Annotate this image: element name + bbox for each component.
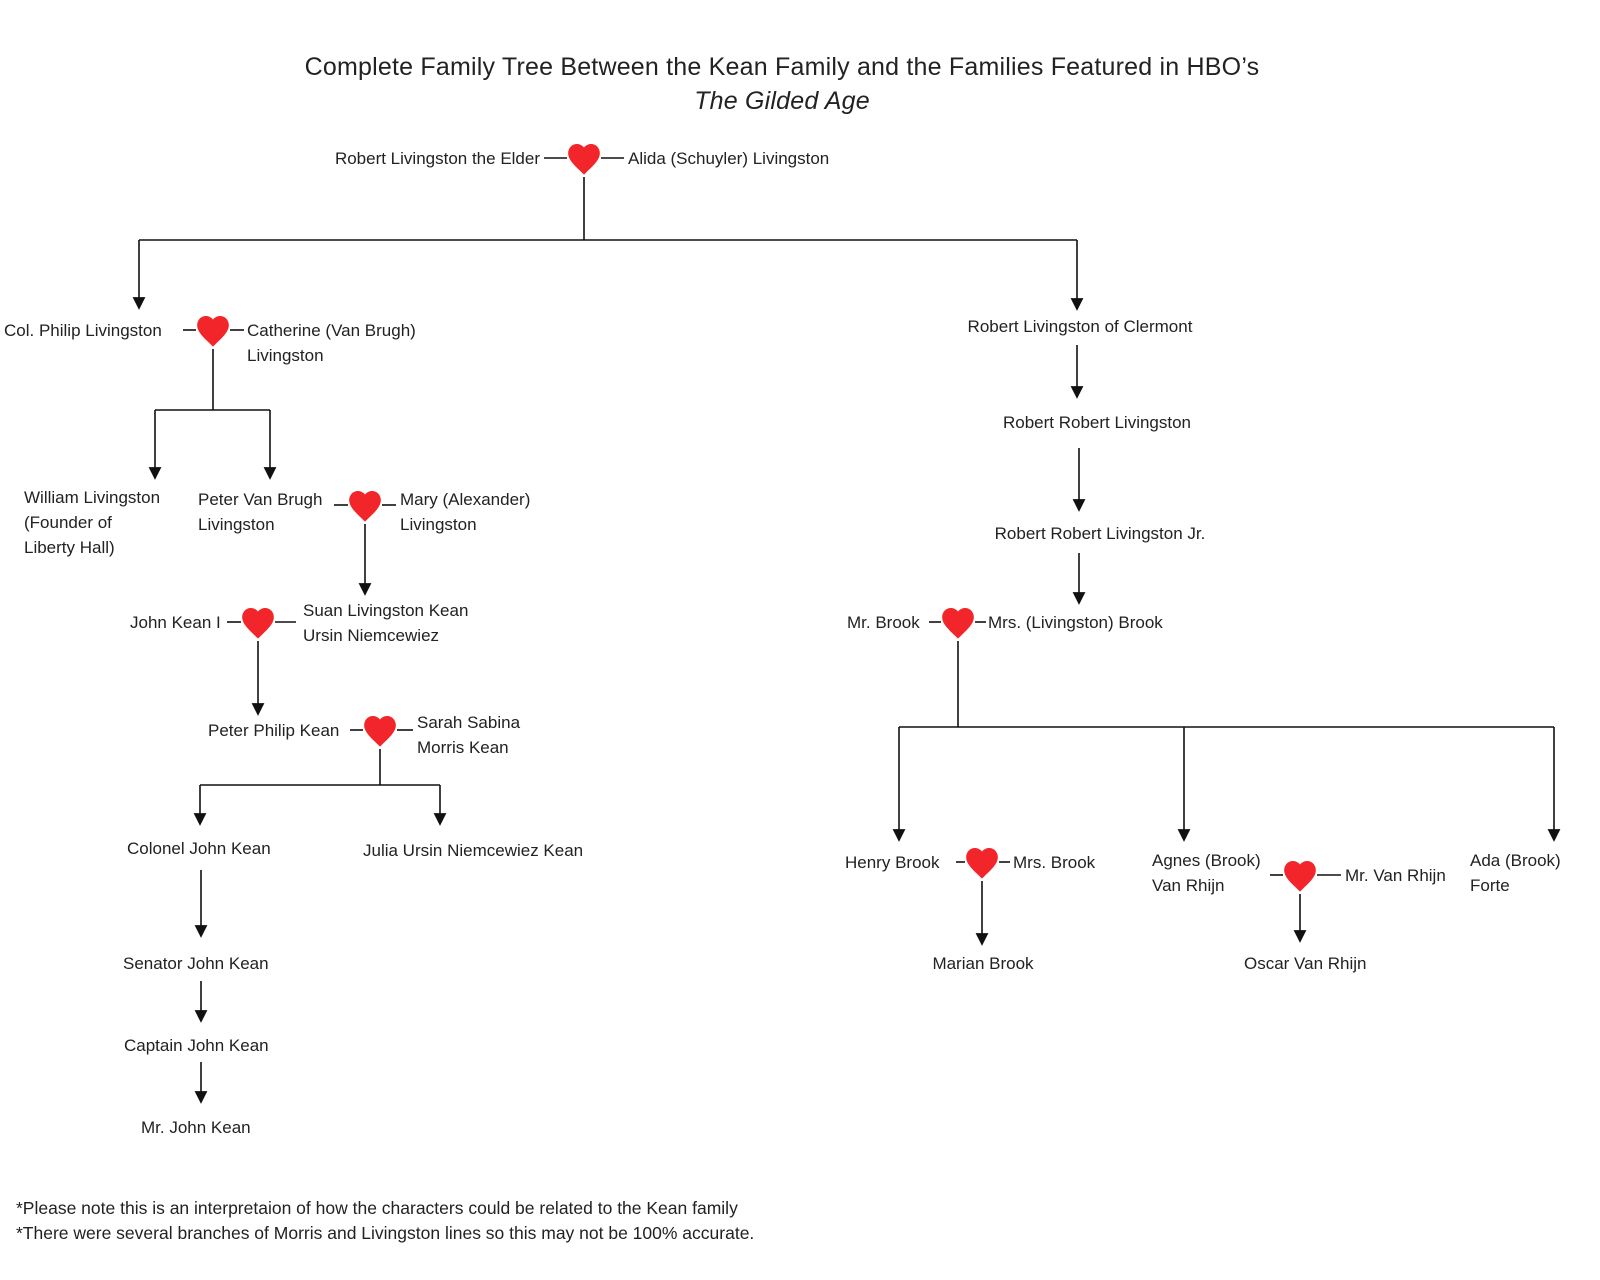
couple-connector-segments [183,157,1341,876]
person-senator-john-kean: Senator John Kean [123,954,269,973]
heart-icon [197,316,229,347]
person-col-philip-livingston: Col. Philip Livingston [4,321,162,340]
person-john-kean-i: John Kean I [130,613,221,632]
diagram-title: Complete Family Tree Between the Kean Fa… [282,50,1282,118]
person-robert-livingston-clermont: Robert Livingston of Clermont [967,317,1193,336]
footnotes: *Please note this is an interpretaion of… [16,1196,754,1246]
person-mrs-brook: Mrs. Brook [1013,853,1096,872]
person-captain-john-kean: Captain John Kean [124,1036,269,1055]
person-julia-kean: Julia Ursin Niemcewiez Kean [363,841,584,860]
person-robert-robert-livingston: Robert Robert Livingston [1002,413,1192,432]
heart-icon [1284,861,1316,892]
person-mr-brook: Mr. Brook [847,613,920,632]
show-name: The Gilded Age [694,87,870,115]
footnote-line: *Please note this is an interpretaion of… [16,1198,738,1218]
person-robert-livingston-elder: Robert Livingston the Elder [334,149,540,168]
person-mary-livingston: Mary (Alexander)Livingston [400,490,531,534]
heart-icon [966,848,998,879]
heart-icon [568,144,600,175]
person-marian-brook: Marian Brook [932,954,1034,973]
title-line1: Complete Family Tree Between the Kean Fa… [304,53,1180,81]
footnote-line: *There were several branches of Morris a… [16,1223,755,1243]
person-mrs-livingston-brook: Mrs. (Livingston) Brook [988,613,1163,632]
person-agnes-van-rhijn: Agnes (Brook)Van Rhijn [1152,851,1261,895]
person-ada-forte: Ada (Brook)Forte [1470,851,1561,895]
heart-icon [349,491,381,522]
person-oscar-van-rhijn: Oscar Van Rhijn [1244,954,1367,973]
person-alida-livingston: Alida (Schuyler) Livingston [628,149,830,168]
heart-icon [942,608,974,639]
descent-lines [132,177,1561,1104]
heart-icon [242,608,274,639]
person-mr-john-kean: Mr. John Kean [141,1118,251,1137]
title-line2: HBO’s The Gilded Age [694,53,1260,115]
person-mr-van-rhijn: Mr. Van Rhijn [1345,866,1446,885]
heart-icon [364,716,396,747]
person-colonel-john-kean: Colonel John Kean [127,839,271,858]
person-henry-brook: Henry Brook [845,853,940,872]
person-peter-philip-kean: Peter Philip Kean [208,721,340,740]
person-robert-robert-livingston-jr: Robert Robert Livingston Jr. [994,524,1206,543]
person-catherine-livingston: Catherine (Van Brugh)Livingston [247,321,416,365]
